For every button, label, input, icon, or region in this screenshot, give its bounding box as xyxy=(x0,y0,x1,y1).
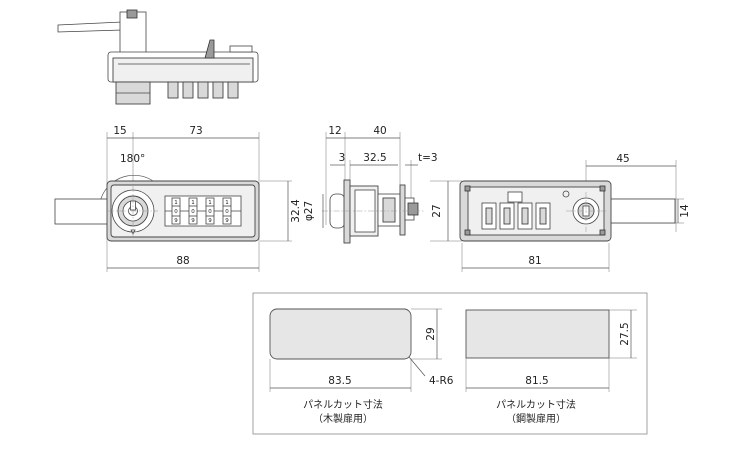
svg-text:9: 9 xyxy=(225,218,229,224)
front-view: 15 73 180° 1 0 9 xyxy=(54,125,302,272)
side-view: 12 40 3 32.5 t=3 φ27 xyxy=(303,125,438,244)
dim-side-3: 3 xyxy=(339,152,346,164)
top-view-dials xyxy=(167,81,239,99)
dim-wood-29: 29 xyxy=(425,327,437,340)
dim-side-diameter: φ27 xyxy=(303,201,315,221)
top-view xyxy=(57,9,259,105)
side-door-panel xyxy=(399,184,406,236)
svg-text:1: 1 xyxy=(174,200,178,206)
svg-text:0: 0 xyxy=(225,209,229,215)
back-view: 45 27 14 81 xyxy=(430,153,691,272)
svg-text:1: 1 xyxy=(208,200,212,206)
steel-cut-shape xyxy=(465,309,610,359)
panel-cut-frame xyxy=(252,292,648,435)
steel-cut-title: パネルカット寸法 xyxy=(496,398,576,411)
panel-cut-steel: 27.5 81.5 パネルカット寸法 （鋼製扉用） xyxy=(465,309,637,425)
dim-side-12: 12 xyxy=(328,125,341,137)
steel-cut-subtitle: （鋼製扉用） xyxy=(506,412,566,425)
svg-text:9: 9 xyxy=(208,218,212,224)
dim-back-81: 81 xyxy=(528,255,541,267)
back-screws xyxy=(464,185,606,236)
svg-text:0: 0 xyxy=(174,209,178,215)
dim-front-88: 88 xyxy=(176,255,189,267)
svg-text:1: 1 xyxy=(191,200,195,206)
dim-front-angle: 180° xyxy=(120,153,145,165)
side-flange xyxy=(343,179,351,244)
dim-side-32-5: 32.5 xyxy=(363,152,386,164)
dim-front-15: 15 xyxy=(113,125,126,137)
svg-text:9: 9 xyxy=(191,218,195,224)
dim-front-73: 73 xyxy=(189,125,202,137)
svg-text:0: 0 xyxy=(191,209,195,215)
svg-text:0: 0 xyxy=(208,209,212,215)
top-view-cam-cap xyxy=(126,9,138,19)
svg-text:1: 1 xyxy=(225,200,229,206)
dim-back-45: 45 xyxy=(616,153,629,165)
dim-wood-83-5: 83.5 xyxy=(328,375,351,387)
dim-radius: 4-R6 xyxy=(429,375,454,387)
top-view-lever xyxy=(57,21,123,33)
wood-cut-subtitle: （木製扉用） xyxy=(313,412,373,425)
dim-back-14: 14 xyxy=(679,204,691,218)
dim-side-t3: t=3 xyxy=(418,152,438,164)
top-view-latch xyxy=(204,39,215,59)
panel-cut-wood: 29 83.5 4-R6 パネルカット寸法 （木製扉用） xyxy=(269,308,454,425)
front-dial-2: 1 0 9 xyxy=(188,197,198,225)
top-view-case xyxy=(112,57,254,83)
front-dial-3: 1 0 9 xyxy=(205,197,215,225)
dim-front-32-4: 32.4 xyxy=(290,199,302,223)
dim-back-27: 27 xyxy=(431,204,443,217)
wood-cut-title: パネルカット寸法 xyxy=(303,398,383,411)
dim-steel-81-5: 81.5 xyxy=(525,375,548,387)
top-view-tab xyxy=(229,45,253,53)
wood-cut-shape xyxy=(269,308,412,360)
front-dial-4: 1 0 9 xyxy=(222,197,232,225)
dim-steel-27-5: 27.5 xyxy=(619,322,631,345)
top-view-cam xyxy=(119,11,147,57)
back-lever xyxy=(608,198,676,224)
svg-text:9: 9 xyxy=(174,218,178,224)
back-dial-mechanisms xyxy=(481,202,551,230)
dim-side-40: 40 xyxy=(373,125,386,137)
front-dial-1: 1 0 9 xyxy=(171,197,181,225)
